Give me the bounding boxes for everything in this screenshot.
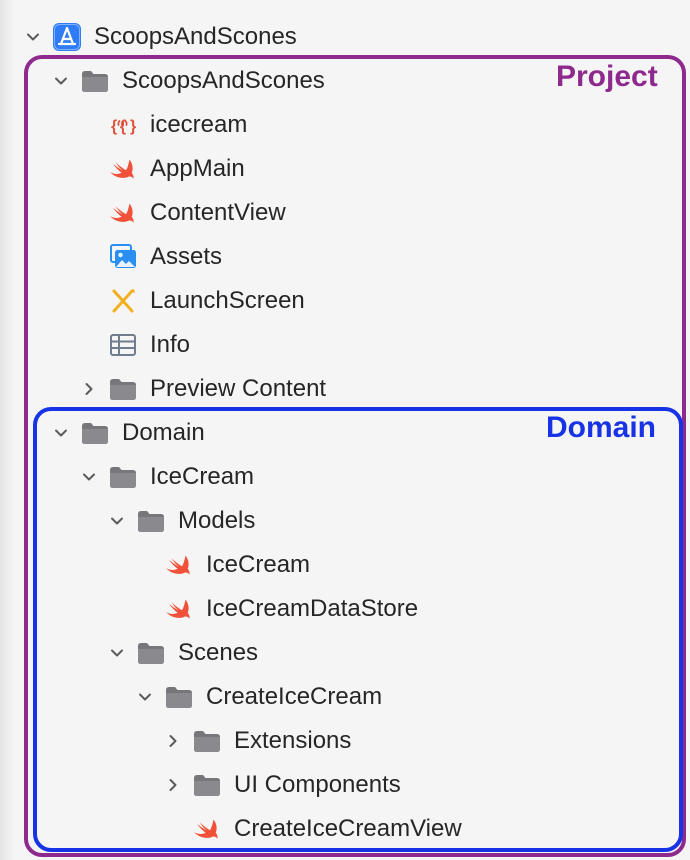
plist-icon	[108, 330, 138, 360]
chevron-down-icon[interactable]	[110, 514, 124, 528]
tree-row-label: IceCreamDataStore	[206, 595, 419, 622]
svg-text:}: }	[130, 118, 136, 135]
tree-row-label: Scenes	[178, 639, 259, 666]
swift-file-icon	[108, 198, 138, 228]
chevron-down-icon[interactable]	[54, 74, 68, 88]
tree-row-label: CreateIceCreamView	[234, 815, 462, 842]
tree-row[interactable]: CreateIceCreamView	[192, 807, 462, 851]
tree-row-label: ScoopsAndScones	[122, 67, 325, 94]
tree-row-label: Preview Content	[150, 375, 327, 402]
chevron-down-icon[interactable]	[54, 426, 68, 440]
swift-file-icon	[108, 154, 138, 184]
tree-row[interactable]: Models	[110, 499, 255, 543]
tree-row-label: ContentView	[150, 199, 286, 226]
chevron-down-icon[interactable]	[138, 690, 152, 704]
chevron-down-icon[interactable]	[110, 646, 124, 660]
tree-row[interactable]: UI Components	[166, 763, 401, 807]
tree-row-label: LaunchScreen	[150, 287, 305, 314]
svg-text:{: {	[120, 118, 126, 135]
folder-icon	[80, 418, 110, 448]
svg-text:{: {	[111, 118, 117, 135]
tree-row[interactable]: IceCream	[164, 543, 310, 587]
tree-row-label: Assets	[150, 243, 223, 270]
sidebar-edge-shadow	[0, 0, 14, 860]
folder-icon	[108, 374, 138, 404]
tree-row-label: Domain	[122, 419, 205, 446]
tree-row[interactable]: LaunchScreen	[108, 279, 305, 323]
folder-icon	[192, 726, 222, 756]
tree-row-label: CreateIceCream	[206, 683, 383, 710]
chevron-down-icon[interactable]	[26, 30, 40, 44]
swift-file-icon	[192, 814, 222, 844]
folder-icon	[136, 506, 166, 536]
tree-row-label: AppMain	[150, 155, 245, 182]
tree-row[interactable]: {{} icecream	[108, 103, 247, 147]
tree-row-root[interactable]: ScoopsAndScones	[26, 15, 297, 59]
tree-row[interactable]: IceCream	[82, 455, 254, 499]
tree-row[interactable]: IceCreamDataStore	[164, 587, 418, 631]
domain-annotation-label: Domain	[546, 411, 657, 444]
folder-icon	[164, 682, 194, 712]
chevron-right-icon[interactable]	[166, 734, 180, 748]
asset-catalog-icon	[108, 242, 138, 272]
storyboard-icon	[108, 286, 138, 316]
tree-row[interactable]: Domain	[54, 411, 205, 455]
tree-row-label: IceCream	[206, 551, 311, 578]
tree-row[interactable]: AppMain	[108, 147, 245, 191]
tree-row[interactable]: Assets	[108, 235, 222, 279]
folder-icon	[108, 462, 138, 492]
chevron-right-icon[interactable]	[82, 382, 96, 396]
tree-row-label: icecream	[150, 111, 248, 138]
tree-row[interactable]: Preview Content	[82, 367, 326, 411]
tree-row-label: UI Components	[234, 771, 401, 798]
tree-row[interactable]: ScoopsAndScones	[54, 59, 325, 103]
tree-row[interactable]: Info	[108, 323, 190, 367]
tree-row[interactable]: Scenes	[110, 631, 258, 675]
tree-row-label: Models	[178, 507, 256, 534]
tree-row-label: Info	[150, 331, 191, 358]
tree-row-label: IceCream	[150, 463, 255, 490]
domain-annotation-box	[33, 407, 683, 852]
swift-file-icon	[164, 550, 194, 580]
project-annotation-box	[24, 55, 686, 857]
folder-icon	[192, 770, 222, 800]
folder-icon	[80, 66, 110, 96]
chevron-down-icon[interactable]	[82, 470, 96, 484]
tree-row[interactable]: ContentView	[108, 191, 286, 235]
chevron-right-icon[interactable]	[166, 778, 180, 792]
tree-row-label: Extensions	[234, 727, 352, 754]
swift-file-icon	[164, 594, 194, 624]
tree-row-label: ScoopsAndScones	[94, 23, 297, 50]
json-file-icon: {{}	[108, 110, 138, 140]
app-project-icon	[52, 22, 82, 52]
tree-row[interactable]: CreateIceCream	[138, 675, 382, 719]
folder-icon	[136, 638, 166, 668]
tree-row[interactable]: Extensions	[166, 719, 351, 763]
project-annotation-label: Project	[556, 60, 658, 93]
